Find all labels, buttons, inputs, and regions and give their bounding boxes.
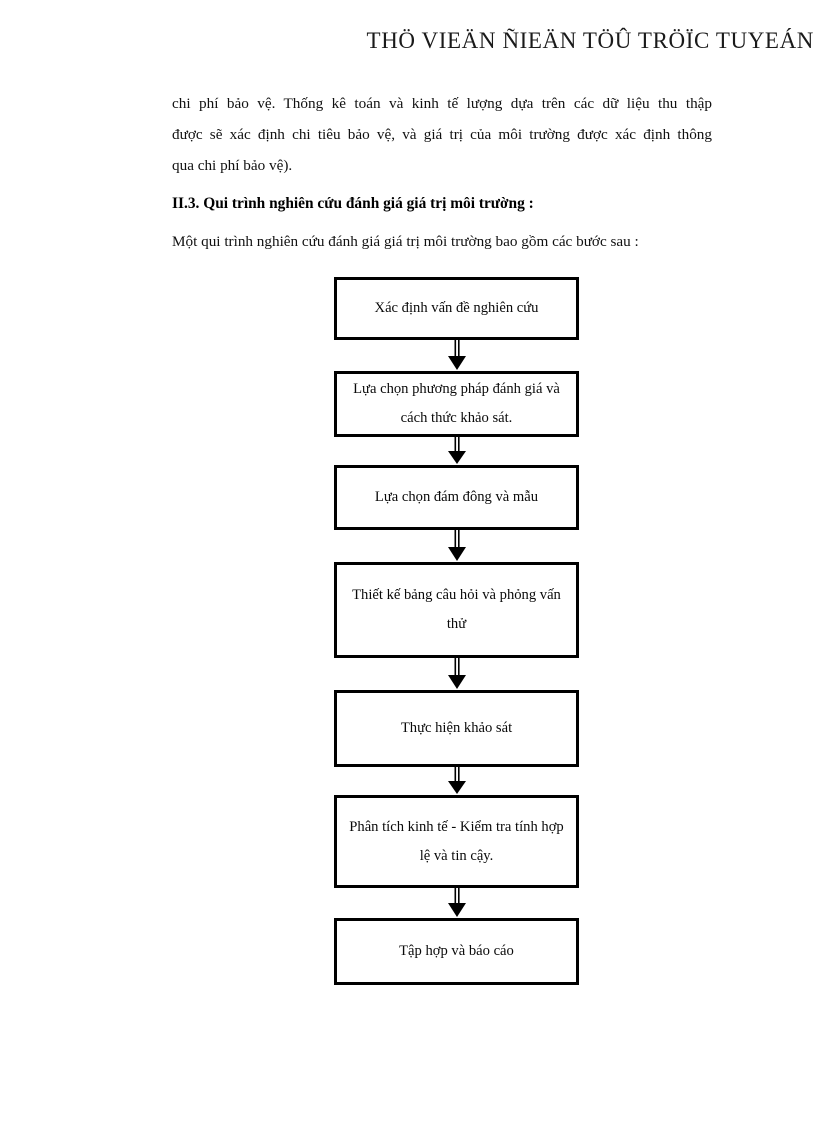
down-arrow-icon <box>447 888 466 917</box>
intro-paragraph: Một qui trình nghiên cứu đánh giá giá tr… <box>172 233 639 250</box>
flowchart-node-label: Tập hợp và báo cáo <box>399 943 514 959</box>
flowchart-node-6: Phân tích kinh tế - Kiểm tra tính hợp lệ… <box>334 795 579 888</box>
down-arrow-icon <box>447 530 466 561</box>
down-arrow-icon <box>447 340 466 370</box>
flowchart-node-label: Lựa chọn phương pháp đánh giá và cách th… <box>353 381 560 426</box>
paragraph-line: chi phí bảo vệ. Thống kê toán và kinh tế… <box>172 95 712 112</box>
flowchart-connector-2 <box>334 437 579 465</box>
library-watermark-text: THÖ VIEÄN ÑIEÄN TÖÛ TRÖÏC TUYEÁN <box>366 28 814 53</box>
flowchart-node-3: Lựa chọn đám đông và mẫu <box>334 465 579 530</box>
section-heading: II.3. Qui trình nghiên cứu đánh giá giá … <box>172 195 534 212</box>
flowchart-node-4: Thiết kế bảng câu hỏi và phỏng vấn thử <box>334 562 579 658</box>
page-header: THÖ VIEÄN ÑIEÄN TÖÛ TRÖÏC TUYEÁN <box>0 28 816 54</box>
research-process-flowchart: Xác định vấn đề nghiên cứu Lựa chọn phươ… <box>334 277 579 985</box>
paragraph-continuation: chi phí bảo vệ. Thống kê toán và kinh tế… <box>172 88 712 181</box>
flowchart-node-label: Thực hiện khảo sát <box>400 720 513 736</box>
down-arrow-icon <box>447 767 466 794</box>
flowchart-node-7: Tập hợp và báo cáo <box>334 918 579 985</box>
flowchart-node-label: Phân tích kinh tế - Kiểm tra tính hợp lệ… <box>349 818 564 864</box>
flowchart-connector-1 <box>334 340 579 371</box>
flowchart-node-1: Xác định vấn đề nghiên cứu <box>334 277 579 340</box>
flowchart-node-2: Lựa chọn phương pháp đánh giá và cách th… <box>334 371 579 437</box>
flowchart-connector-3 <box>334 530 579 562</box>
flowchart-node-label: Lựa chọn đám đông và mẫu <box>374 489 539 505</box>
flowchart-connector-6 <box>334 888 579 918</box>
document-body: chi phí bảo vệ. Thống kê toán và kinh tế… <box>172 88 712 257</box>
flowchart-node-label: Thiết kế bảng câu hỏi và phỏng vấn thử <box>352 587 561 632</box>
down-arrow-icon <box>447 658 466 689</box>
down-arrow-icon <box>447 437 466 464</box>
flowchart-connector-5 <box>334 767 579 795</box>
flowchart-node-label: Xác định vấn đề nghiên cứu <box>374 300 539 316</box>
paragraph-line: được sẽ xác định chi tiêu bảo vệ, và giá… <box>172 126 712 143</box>
flowchart-connector-4 <box>334 658 579 690</box>
flowchart-node-5: Thực hiện khảo sát <box>334 690 579 767</box>
paragraph-line: qua chi phí bảo vệ). <box>172 157 293 174</box>
